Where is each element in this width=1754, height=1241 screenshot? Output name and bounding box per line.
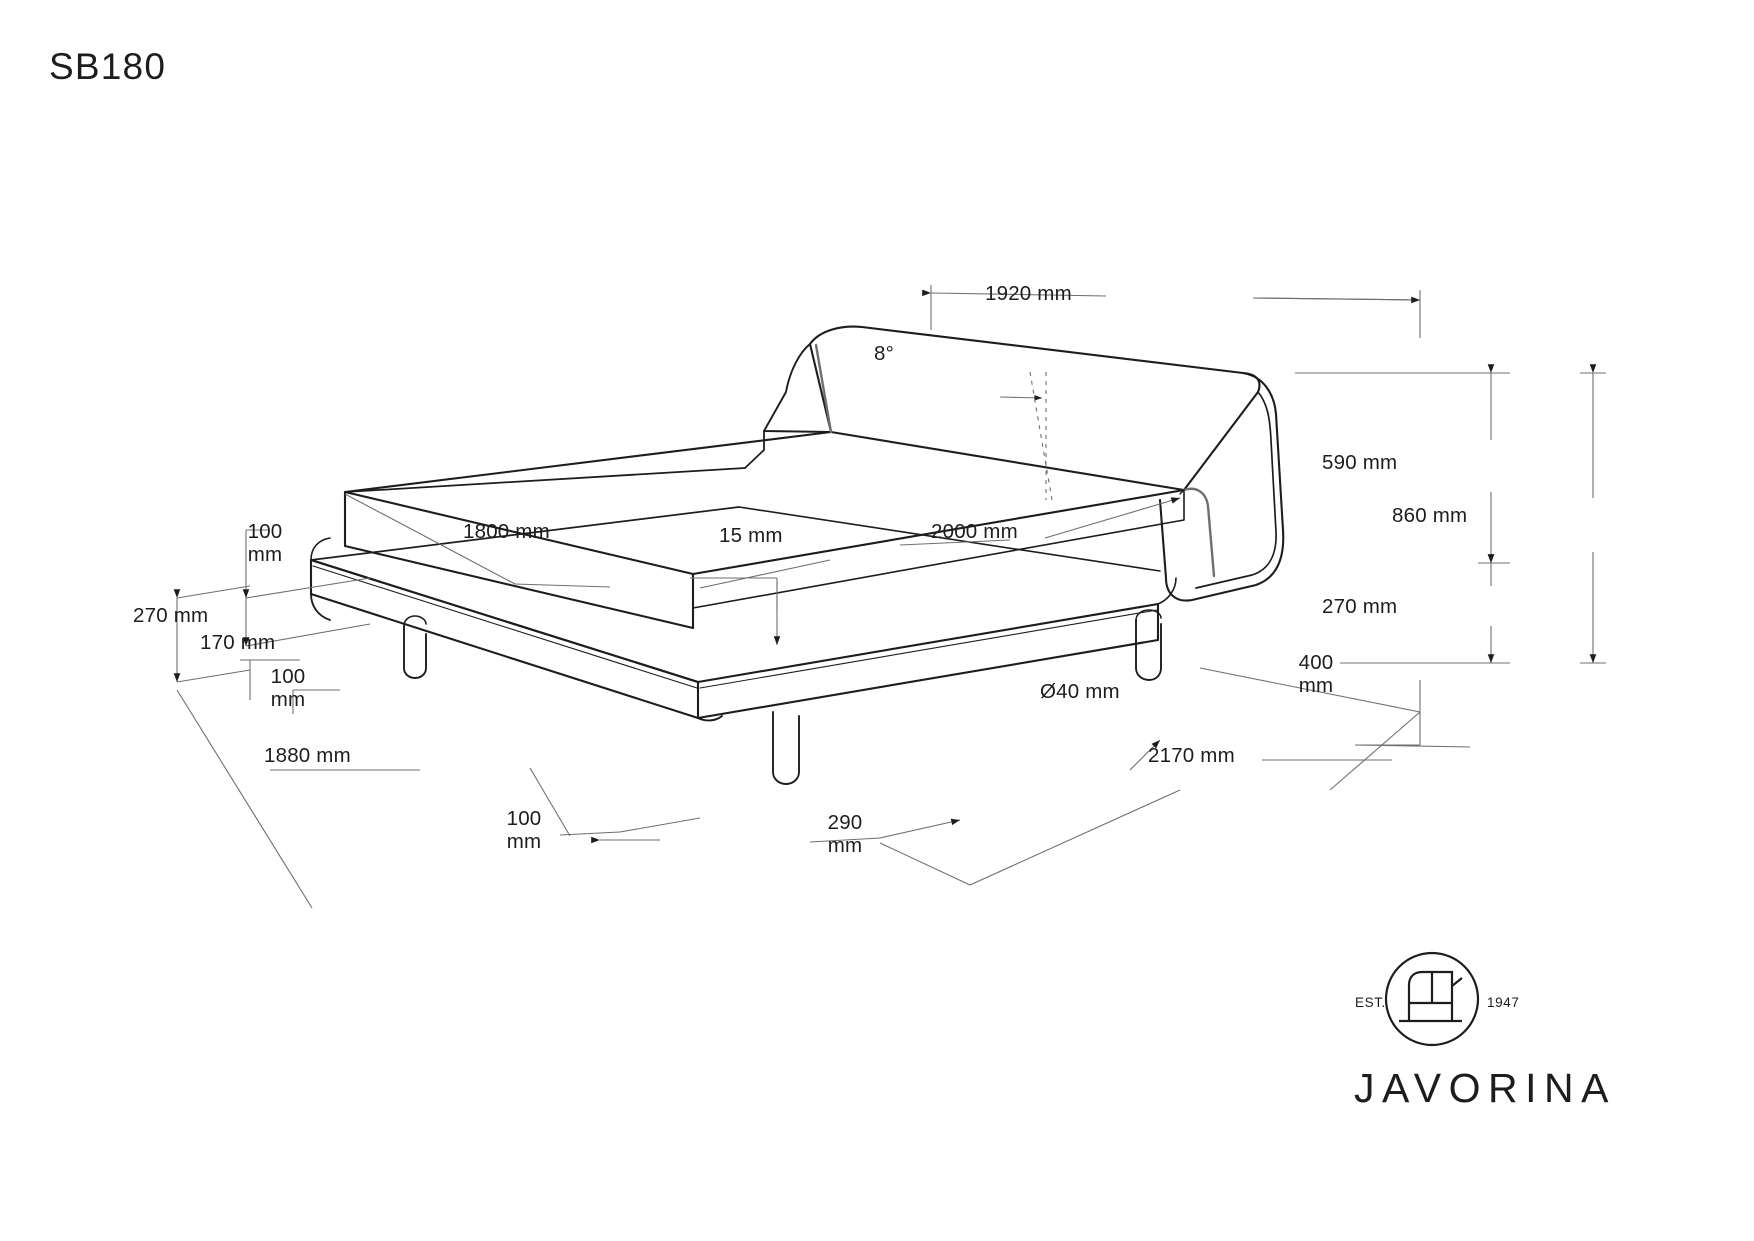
dim-top-rail-left: 100 mm	[247, 520, 283, 566]
dim-top-width: 1920 mm	[985, 282, 1072, 305]
dim-frame-height-left: 270 mm	[133, 604, 209, 627]
dim-leg-inset-left: 100 mm	[270, 665, 306, 711]
logo-est-right: 1947	[1487, 995, 1520, 1010]
dim-leg-diameter: Ø40 mm	[1040, 680, 1120, 703]
logo-wordmark: JAVORINA	[1354, 1065, 1616, 1111]
dim-overall-width-front: 1880 mm	[264, 744, 351, 767]
dim-leg-offset-front: 290 mm	[827, 811, 863, 857]
dim-mattress-width: 1800 mm	[463, 520, 550, 543]
dim-frame-depth-left: 170 mm	[200, 631, 276, 654]
dim-leg-offset-right: 400 mm	[1298, 651, 1334, 697]
dim-total-height: 860 mm	[1392, 504, 1468, 527]
logo-est-left: EST.	[1355, 995, 1386, 1010]
dim-frame-height-right: 270 mm	[1322, 595, 1398, 618]
dim-headboard-angle: 8°	[874, 342, 894, 365]
dim-headboard-height: 590 mm	[1322, 451, 1398, 474]
dim-overall-length: 2170 mm	[1148, 744, 1235, 767]
dim-leg-inset-front: 100 mm	[506, 807, 542, 853]
page-title: SB180	[49, 46, 167, 87]
dim-mattress-length: 2000 mm	[931, 520, 1018, 543]
dim-mattress-gap: 15 mm	[719, 524, 783, 547]
